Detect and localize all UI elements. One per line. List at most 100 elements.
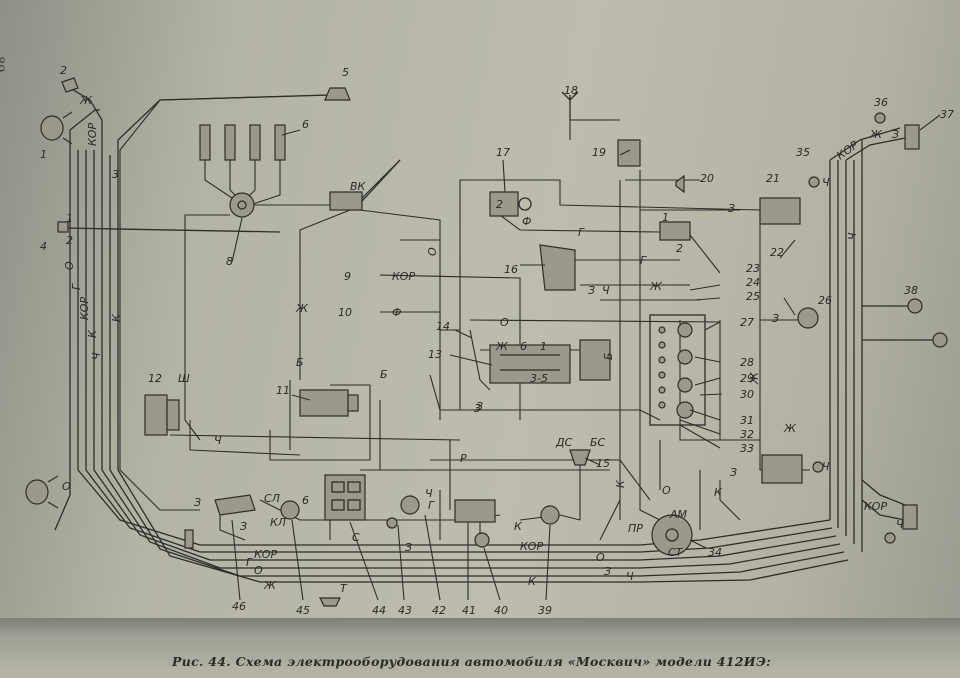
fuse-block xyxy=(489,344,571,384)
wire-label-zh-bottom: Ж xyxy=(263,579,277,592)
wire-label-ch-16: Ч xyxy=(602,284,610,297)
wire-label-st: СТ xyxy=(668,546,684,559)
wire-label-z-16: З xyxy=(588,284,595,297)
callout-12: 12 xyxy=(148,372,162,385)
wire-label-o-lower-left: О xyxy=(62,480,71,493)
wiring-diagram: 1 2 3 4 5 6 8 9 10 11 12 13 14 15 16 17 … xyxy=(25,64,954,617)
relay-right-top xyxy=(759,197,801,225)
wire-label-g-left: Г xyxy=(70,283,83,290)
inner-wiring xyxy=(119,94,810,541)
callout-33: 33 xyxy=(740,442,754,455)
callout-9: 9 xyxy=(344,270,351,283)
stop-light-switch xyxy=(569,449,591,466)
wire-label-zh-center: Ж xyxy=(295,302,309,315)
callout-23: 23 xyxy=(746,262,760,275)
heater-motor xyxy=(539,244,576,291)
callout-1-left: 1 xyxy=(40,148,47,161)
wire-label-o-center: О xyxy=(662,484,671,497)
wire-label-sh: Ш xyxy=(178,372,190,385)
callout-15: 15 xyxy=(596,457,610,470)
callout-38: 38 xyxy=(904,284,918,297)
wire-label-one-fuse: 1 xyxy=(540,340,547,353)
wire-label-ch-lower-right: Ч xyxy=(822,460,830,473)
callout-32: 32 xyxy=(740,428,754,441)
wire-label-g-42: Г xyxy=(428,499,435,512)
wire-label-k-left: К xyxy=(86,329,99,338)
callout-3-left: 3 xyxy=(112,168,119,181)
wire-label-z-mid: З xyxy=(476,400,483,413)
wire-label-f-top: Ф xyxy=(522,215,531,228)
callout-26: 26 xyxy=(818,294,832,307)
callout-42: 42 xyxy=(432,604,446,617)
callout-22: 22 xyxy=(770,246,784,259)
ignition-switch xyxy=(651,514,693,556)
wire-label-vk: ВК xyxy=(350,180,367,193)
wire-label-ch-35: Ч xyxy=(822,176,830,189)
callout-2-top: 2 xyxy=(60,64,67,77)
page-fold-shadow xyxy=(0,618,960,678)
wire-label-zh-fuse: Ж xyxy=(495,340,509,353)
wire-label-k-39: К xyxy=(514,520,523,533)
wire-label-zh-right: Ж xyxy=(748,371,761,385)
callout-14: 14 xyxy=(436,320,450,333)
callout-19: 19 xyxy=(592,146,606,159)
callout-34: 34 xyxy=(708,546,722,559)
wire-label-o-bottom: О xyxy=(596,551,605,564)
callout-27: 27 xyxy=(740,316,754,329)
wire-label-kor-40: КОР xyxy=(520,540,543,553)
wire-labels: КОР Ж Г О КОР К Ч К Ж Б ВК Ш КОР Ф О О Б… xyxy=(62,94,904,595)
callout-5: 5 xyxy=(342,66,349,79)
loudspeaker xyxy=(675,174,685,194)
wire-label-two-24: 2 xyxy=(676,242,683,255)
wire-label-zh-right2: Ж xyxy=(783,422,797,435)
callout-16: 16 xyxy=(504,263,518,276)
wire-label-fuse-pins: 3-5 xyxy=(530,372,548,385)
wire-label-zh-left: Ж xyxy=(79,94,93,107)
wire-label-o-vertical: О xyxy=(426,247,439,256)
wire-label-one-left: 1 xyxy=(66,212,73,225)
wire-label-sl: СЛ xyxy=(264,492,280,505)
wire-label-o-mid: О xyxy=(500,316,509,329)
spark-plugs xyxy=(199,124,286,161)
radio xyxy=(617,139,641,167)
wire-label-o-bottom-left: О xyxy=(254,564,263,577)
distributor xyxy=(229,192,255,218)
callout-numbers: 1 2 3 4 5 6 8 9 10 11 12 13 14 15 16 17 … xyxy=(40,64,954,617)
left-headlight-top xyxy=(40,111,73,145)
wire-label-z-bottom2: З xyxy=(604,565,611,578)
wire-label-g-bottom: Г xyxy=(246,556,253,569)
callout-4: 4 xyxy=(40,240,47,253)
wiper-motor xyxy=(489,191,532,217)
dome-light xyxy=(797,307,819,329)
starter-motor xyxy=(299,389,359,417)
top-sensor xyxy=(324,87,351,101)
callout-11: 11 xyxy=(276,384,290,397)
wire-label-z-lower-right: З xyxy=(730,466,737,479)
wire-label-c: С xyxy=(352,531,360,544)
callout-21: 21 xyxy=(766,172,780,185)
wire-label-ch-42: Ч xyxy=(425,487,433,500)
wire-label-kor-9: КОР xyxy=(392,270,415,283)
callout-28: 28 xyxy=(740,356,754,369)
wire-label-zh-right-top: Ж xyxy=(869,128,883,141)
wire-label-z-46b: З xyxy=(240,520,247,533)
callout-20: 20 xyxy=(700,172,714,185)
radio-antenna xyxy=(561,91,579,120)
left-harness xyxy=(54,87,331,583)
callout-39: 39 xyxy=(538,604,552,617)
callout-36: 36 xyxy=(874,96,888,109)
callout-30: 30 xyxy=(740,388,754,401)
callout-46: 46 xyxy=(232,600,246,613)
wire-label-ch-left: Ч xyxy=(90,352,103,360)
callout-44: 44 xyxy=(372,604,386,617)
bottom-components xyxy=(184,494,560,607)
wire-label-one-23: 1 xyxy=(662,211,669,224)
wire-label-kor-bottom: КОР xyxy=(254,548,277,561)
callout-31: 31 xyxy=(740,414,754,427)
callout-29: 29 xyxy=(740,372,754,385)
wire-label-z-26: З xyxy=(772,312,779,325)
callout-18: 18 xyxy=(564,84,578,97)
wire-label-six-fuse: 6 xyxy=(520,340,527,353)
wire-label-z-bottom: З xyxy=(405,541,412,554)
